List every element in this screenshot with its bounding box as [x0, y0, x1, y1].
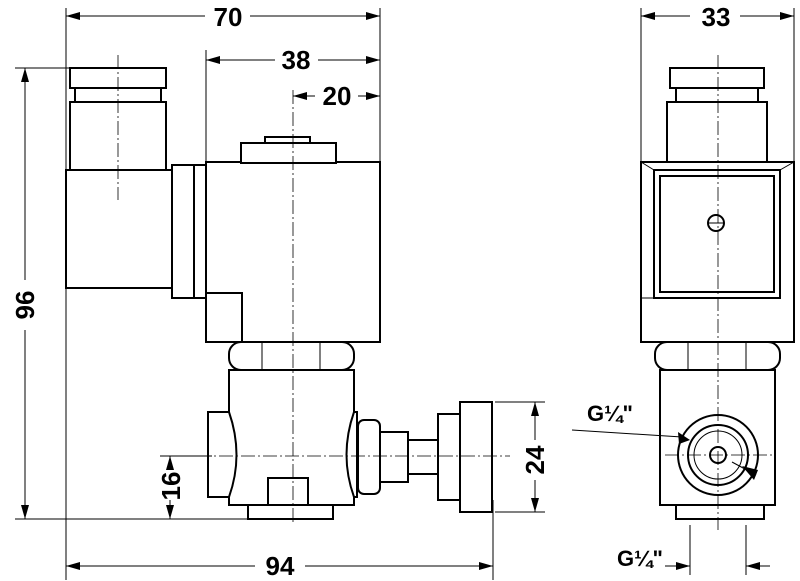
connector-housing [65, 169, 173, 289]
thread-side-label: G¼" [587, 401, 633, 426]
dim-24: 24 [520, 445, 550, 474]
side-hex-nut [654, 341, 781, 371]
side-connector-cap [669, 67, 765, 89]
left-port [207, 411, 238, 498]
dim-70: 70 [214, 2, 243, 32]
override-knob [459, 401, 493, 513]
dimension-lines [15, 8, 795, 580]
coil-nut [240, 142, 337, 164]
dim-94: 94 [266, 551, 295, 581]
front-view [65, 55, 510, 525]
dim-38: 38 [282, 45, 311, 75]
thread-bottom-label: G¼" [617, 546, 663, 571]
right-port [345, 411, 358, 498]
hex-nut [228, 341, 355, 371]
dim-33: 33 [702, 2, 731, 32]
dim-20: 20 [323, 81, 352, 111]
dim-16: 16 [156, 472, 186, 501]
dim-96: 96 [10, 291, 40, 320]
bottom-boss [267, 477, 309, 506]
connector-gasket [171, 164, 195, 299]
side-view [571, 55, 795, 530]
override-nut [357, 419, 381, 495]
